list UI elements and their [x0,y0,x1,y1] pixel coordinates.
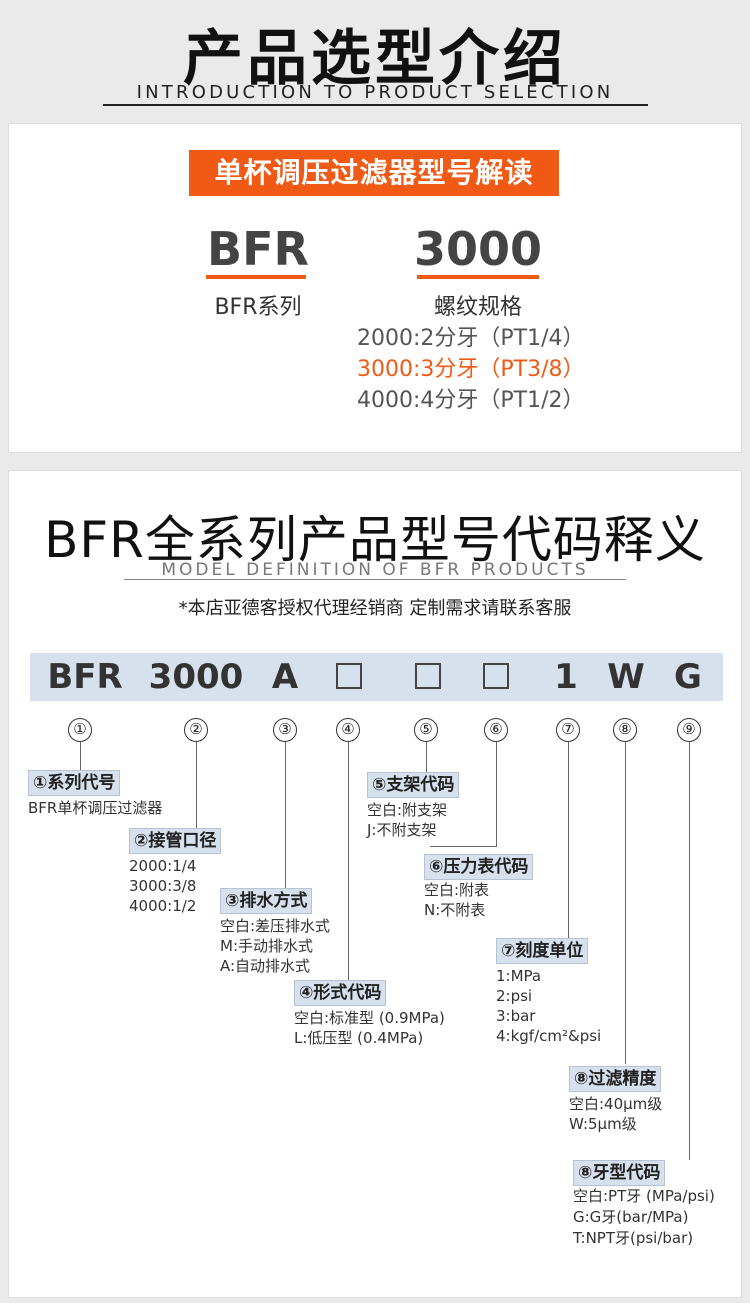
item-label-thread-type: ⑧牙型代码 [573,1160,666,1186]
circle-number: ⑤ [414,718,438,742]
dealer-note: *本店亚德客授权代理经销商 定制需求请联系客服 [178,598,572,619]
circle-number: ⑥ [484,718,508,742]
code-part-filter: W [607,657,645,697]
thread-option: 4000:4分牙（PT1/2） [357,388,585,413]
item-desc: 空白:40μm级 [569,1095,663,1113]
circle-number: ⑨ [677,718,701,742]
code-part-thread: G [674,657,702,697]
item-desc: M:手动排水式 [220,937,313,955]
definition-divider [124,579,626,580]
item-desc: BFR单杯调压过滤器 [28,799,163,817]
item-desc: 2:psi [496,987,533,1005]
connector-line [348,742,349,980]
series-label: BFR系列 [214,295,302,320]
item-desc: 空白:差压排水式 [220,917,331,935]
connector-line [689,742,690,1160]
item-label-filter: ⑧过滤精度 [569,1066,662,1092]
item-desc: G:G牙(bar/MPa) [573,1208,689,1226]
series-code: BFR [207,222,309,276]
item-desc: W:5μm级 [569,1115,637,1133]
code-part-series: BFR [47,657,123,697]
code-part-gauge-box [483,663,509,689]
item-label-drain: ③排水方式 [220,888,313,914]
model-code-bar [30,653,723,701]
connector-line [496,742,497,846]
series-code-underline [206,275,306,279]
item-label-series: ①系列代号 [28,770,121,796]
selection-banner: 单杯调压过滤器型号解读 [189,150,559,196]
item-label-port-size: ②接管口径 [129,828,222,854]
item-desc: 3:bar [496,1007,536,1025]
code-part-unit: 1 [554,657,578,697]
connector-line [80,742,81,770]
page-title: 产品选型介绍 [183,24,567,94]
item-desc: 空白:附表 [424,881,490,899]
item-desc: 4:kgf/cm²&psi [496,1027,602,1045]
circle-number: ① [68,718,92,742]
circle-number: ⑦ [556,718,580,742]
title-divider [103,104,648,106]
item-desc: 空白:附支架 [367,801,448,819]
thread-label: 螺纹规格 [433,295,522,320]
circle-number: ⑧ [613,718,637,742]
item-desc: 空白:标准型 (0.9MPa) [294,1009,445,1027]
code-part-port: 3000 [148,657,244,697]
connector-line [430,846,497,847]
connector-line [285,742,286,888]
thread-option-highlighted: 3000:3分牙（PT3/8） [357,357,585,382]
item-label-bracket: ⑤支架代码 [367,772,460,798]
item-label-scale-unit: ⑦刻度单位 [496,938,589,964]
page-subtitle: Introduction to product selection [136,82,614,103]
item-label-gauge: ⑥压力表代码 [424,854,534,880]
code-part-drain: A [271,657,299,697]
item-desc: N:不附表 [424,901,486,919]
definition-title: BFR全系列产品型号代码释义 [44,511,706,569]
item-desc: A:自动排水式 [220,957,311,975]
code-part-bracket-box [415,663,441,689]
connector-line [568,742,569,938]
item-desc: 2000:1/4 [129,857,197,875]
thread-code: 3000 [413,222,543,276]
connector-line [625,742,626,1064]
item-desc: T:NPT牙(psi/bar) [573,1229,694,1247]
connector-line [196,742,197,828]
connector-line [426,742,427,772]
item-desc: 4000:1/2 [129,897,197,915]
definition-subtitle: Model definition of BFR products [161,560,589,580]
code-part-type-box [336,663,362,689]
item-desc: L:低压型 (0.4MPa) [294,1029,424,1047]
circle-number: ④ [336,718,360,742]
item-label-type: ④形式代码 [294,980,387,1006]
item-desc: 空白:PT牙 (MPa/psi) [573,1187,715,1205]
item-desc: 1:MPa [496,967,542,985]
thread-code-underline [417,275,539,279]
item-desc: J:不附支架 [367,821,437,839]
circle-number: ③ [273,718,297,742]
circle-number: ② [184,718,208,742]
thread-option: 2000:2分牙（PT1/4） [357,326,585,351]
item-desc: 3000:3/8 [129,877,197,895]
